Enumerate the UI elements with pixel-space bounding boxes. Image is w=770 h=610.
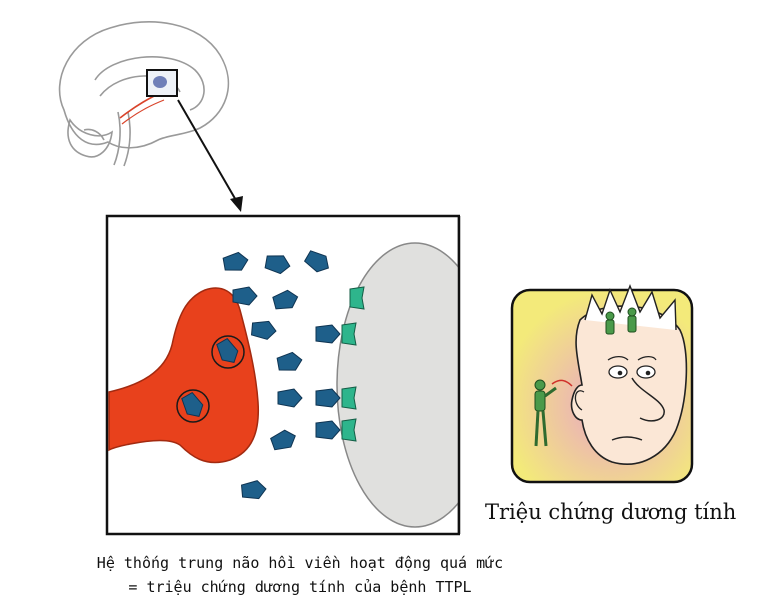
caption-line-1: Hệ thống trung não hồi viền hoạt động qu… [0,554,600,572]
positive-symptoms-label: Triệu chứng dương tính [485,500,736,524]
caption-line-2: = triệu chứng dương tính của bệnh TTPL [0,578,600,596]
